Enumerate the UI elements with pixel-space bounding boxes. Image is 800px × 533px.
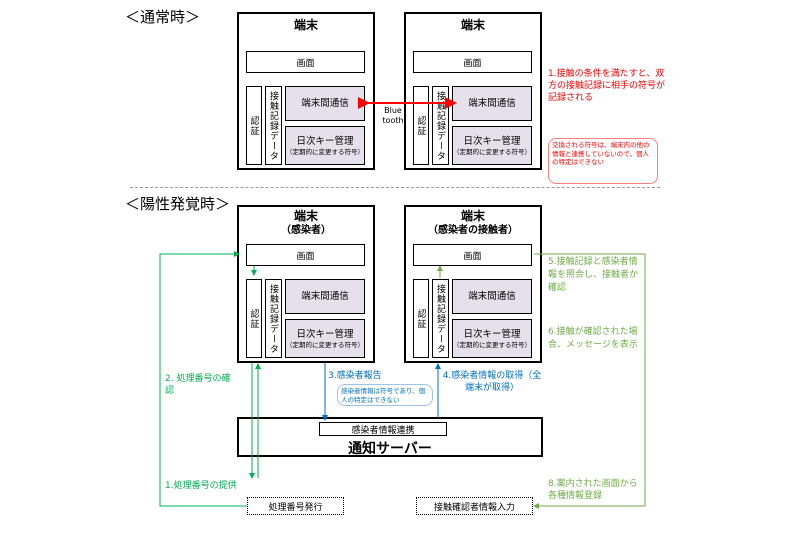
step5-label: 5.接触記録と感染者情報を照合し、接触者か確認 bbox=[548, 257, 639, 293]
step8-label: 8.案内された画面から各種情報登録 bbox=[548, 479, 638, 501]
key-sub-label: （定期的に変更する符号） bbox=[453, 340, 531, 349]
screen-box: 画面 bbox=[246, 244, 365, 266]
step3-privacy-callout: 感染者情報は符号であり、個人の特定はできない bbox=[337, 384, 433, 406]
key-label: 日次キー管理 bbox=[296, 328, 354, 340]
screen-box: 画面 bbox=[413, 244, 532, 266]
key-label: 日次キー管理 bbox=[463, 328, 521, 340]
contact-record-box: 接触記録データ bbox=[432, 279, 449, 358]
screen-box: 画面 bbox=[246, 51, 365, 73]
infected-info-link-box: 感染者情報連携 bbox=[319, 422, 447, 436]
daily-key-box: 日次キー管理 （定期的に変更する符号） bbox=[285, 126, 365, 165]
device-contact: 端末 （感染者の接触者） 画面 認証 接触記録データ 端末間通信 日次キー管理 … bbox=[404, 205, 542, 363]
normal-heading: ＜通常時＞ bbox=[125, 8, 201, 26]
device-title: 端末 bbox=[460, 209, 485, 223]
step1-label: 1.処理番号の提供 bbox=[165, 481, 237, 491]
notification-server: 感染者情報連携 通知サーバー bbox=[237, 417, 543, 457]
daily-key-box: 日次キー管理 （定期的に変更する符号） bbox=[285, 319, 365, 358]
code-privacy-callout: 交換される符号は、端末内の他の情報と連携していないので、個人の特定はできない bbox=[548, 138, 658, 184]
processing-number-issue-box: 処理番号発行 bbox=[247, 497, 344, 515]
step1-arrow bbox=[159, 251, 247, 507]
auth-box: 認証 bbox=[413, 279, 429, 358]
contact-record-box: 接触記録データ bbox=[265, 86, 282, 165]
device-subtitle: （感染者の接触者） bbox=[428, 225, 518, 236]
key-label: 日次キー管理 bbox=[296, 135, 354, 147]
contact-info-input-box: 接触確認者情報入力 bbox=[416, 497, 533, 515]
comm-label: 端末間通信 bbox=[468, 290, 516, 302]
step8-arrow bbox=[533, 253, 646, 509]
daily-key-box: 日次キー管理 （定期的に変更する符号） bbox=[452, 126, 532, 165]
note-contact-condition: 1.接触の条件を満たすと、双方の接触記録に相手の符号が記録される bbox=[548, 69, 666, 103]
device-subtitle: （感染者） bbox=[281, 225, 331, 236]
device-infected: 端末 （感染者） 画面 認証 接触記録データ 端末間通信 日次キー管理 （定期的… bbox=[237, 205, 375, 363]
step6-label: 6.接触が確認された場合、メッセージを表示 bbox=[548, 327, 638, 350]
daily-key-box: 日次キー管理 （定期的に変更する符号） bbox=[452, 319, 532, 358]
inter-device-comm-box: 端末間通信 bbox=[285, 279, 365, 314]
auth-box: 認証 bbox=[246, 86, 262, 165]
step2-label: 2. 処理番号の確認 bbox=[165, 374, 231, 396]
key-sub-label: （定期的に変更する符号） bbox=[286, 340, 364, 349]
device-normal-right: 端末 画面 認証 接触記録データ 端末間通信 日次キー管理 （定期的に変更する符… bbox=[404, 12, 542, 170]
server-title: 通知サーバー bbox=[348, 441, 432, 457]
comm-label: 端末間通信 bbox=[301, 290, 349, 302]
bluetooth-label: Blue tooth bbox=[382, 106, 404, 125]
device-title: 端末 bbox=[293, 18, 318, 32]
inter-device-comm-box: 端末間通信 bbox=[452, 86, 532, 121]
screen-box: 画面 bbox=[413, 51, 532, 73]
device-title: 端末 bbox=[293, 209, 318, 223]
key-sub-label: （定期的に変更する符号） bbox=[453, 147, 531, 156]
inter-device-comm-box: 端末間通信 bbox=[452, 279, 532, 314]
step4-label: 4.感染者情報の取得（全端末が取得） bbox=[442, 371, 542, 393]
comm-label: 端末間通信 bbox=[468, 97, 516, 109]
step3-label: 3.感染者報告 bbox=[328, 371, 382, 381]
auth-box: 認証 bbox=[246, 279, 262, 358]
key-label: 日次キー管理 bbox=[463, 135, 521, 147]
comm-label: 端末間通信 bbox=[301, 97, 349, 109]
device-normal-left: 端末 画面 認証 接触記録データ 端末間通信 日次キー管理 （定期的に変更する符… bbox=[237, 12, 375, 170]
positive-heading: ＜陽性発覚時＞ bbox=[125, 195, 231, 213]
device-title: 端末 bbox=[460, 18, 485, 32]
section-divider bbox=[130, 187, 660, 188]
key-sub-label: （定期的に変更する符号） bbox=[286, 147, 364, 156]
contact-record-box: 接触記録データ bbox=[265, 279, 282, 358]
